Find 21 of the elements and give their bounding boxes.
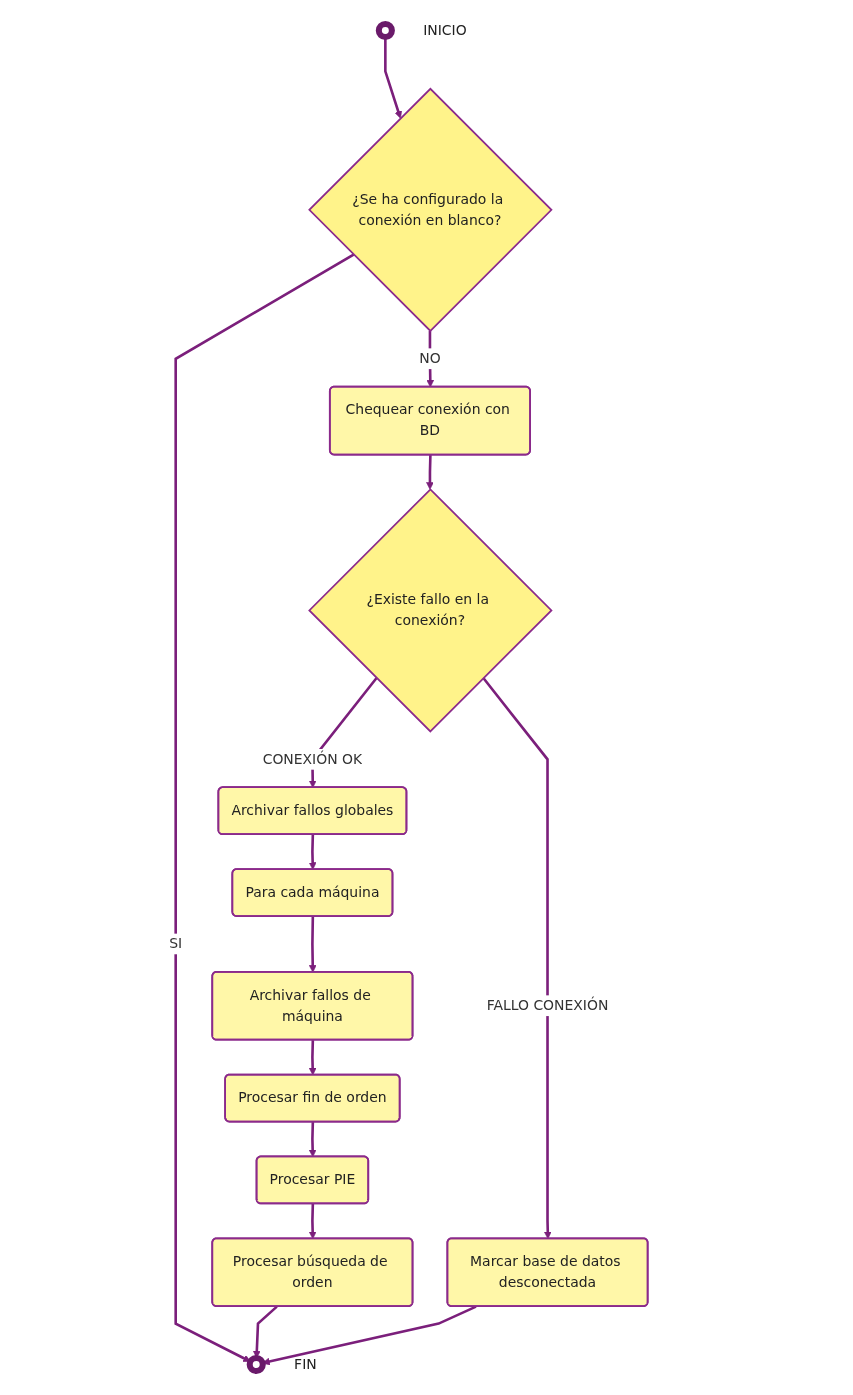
edge-label: FALLO CONEXIÓN bbox=[486, 997, 609, 1014]
arrow bbox=[425, 454, 434, 490]
node-circle bbox=[375, 20, 395, 41]
node-diamond: ¿Se ha configurado la conexión en blanco? bbox=[307, 87, 553, 333]
arrow bbox=[308, 1040, 317, 1076]
node-diamond: ¿Existe fallo en la conexión? bbox=[307, 488, 553, 733]
arrow bbox=[482, 677, 552, 1240]
node-label: INICIO bbox=[423, 21, 467, 39]
edge-label: SI bbox=[168, 935, 182, 952]
arrow bbox=[308, 834, 317, 870]
arrow bbox=[308, 1121, 317, 1158]
arrow bbox=[426, 330, 434, 388]
edge-label: NO bbox=[419, 350, 441, 367]
node-label: FIN bbox=[293, 1355, 317, 1373]
arrow bbox=[262, 1305, 477, 1366]
arrow bbox=[308, 916, 317, 973]
node-circle bbox=[246, 1354, 266, 1375]
arrow bbox=[174, 253, 355, 1362]
edge-label: CONEXIÓN OK bbox=[262, 750, 362, 768]
arrow bbox=[383, 37, 402, 119]
arrow bbox=[308, 1203, 317, 1240]
